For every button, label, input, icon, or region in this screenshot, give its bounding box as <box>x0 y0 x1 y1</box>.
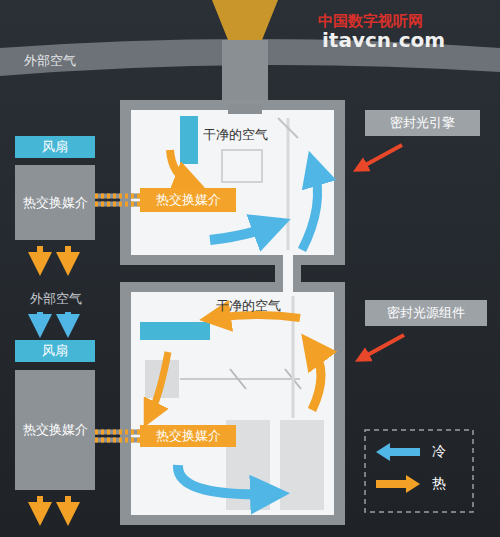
label-box: 密封光源组件 <box>365 300 487 326</box>
box-text: 热交换媒介 <box>23 422 88 438</box>
box-text: 热交换媒介 <box>156 428 221 444</box>
heat-exchange-medium: 热交换媒介 <box>140 188 236 212</box>
heat-pipe <box>95 432 140 440</box>
legend-text: 冷 <box>432 443 446 461</box>
watermark: itavcn.com <box>322 28 445 52</box>
heat-pipe <box>95 196 140 204</box>
air-label: 外部空气 <box>24 52 76 70</box>
label-box: 密封光引擎 <box>365 110 480 136</box>
heat-exchange-box: 热交换媒介 <box>15 370 95 490</box>
heat-exchange-medium: 热交换媒介 <box>140 425 236 447</box>
air-label: 外部空气 <box>30 290 82 308</box>
box-text: 风扇 <box>42 343 68 359</box>
fan-box: 风扇 <box>15 340 95 362</box>
heat-exchange-box: 热交换媒介 <box>15 165 95 240</box>
air-label: 干净的空气 <box>203 126 268 144</box>
box-text: 热交换媒介 <box>156 192 221 208</box>
box-text: 热交换媒介 <box>23 195 88 211</box>
box-text: 密封光引擎 <box>390 115 455 131</box>
legend-text: 热 <box>432 475 446 493</box>
fan-box: 风扇 <box>15 136 95 158</box>
legend-swatch <box>376 443 420 461</box>
legend-swatch <box>376 475 420 493</box>
box-text: 风扇 <box>42 139 68 155</box>
air-label: 干净的空气 <box>216 297 281 315</box>
box-text: 密封光源组件 <box>387 305 465 321</box>
